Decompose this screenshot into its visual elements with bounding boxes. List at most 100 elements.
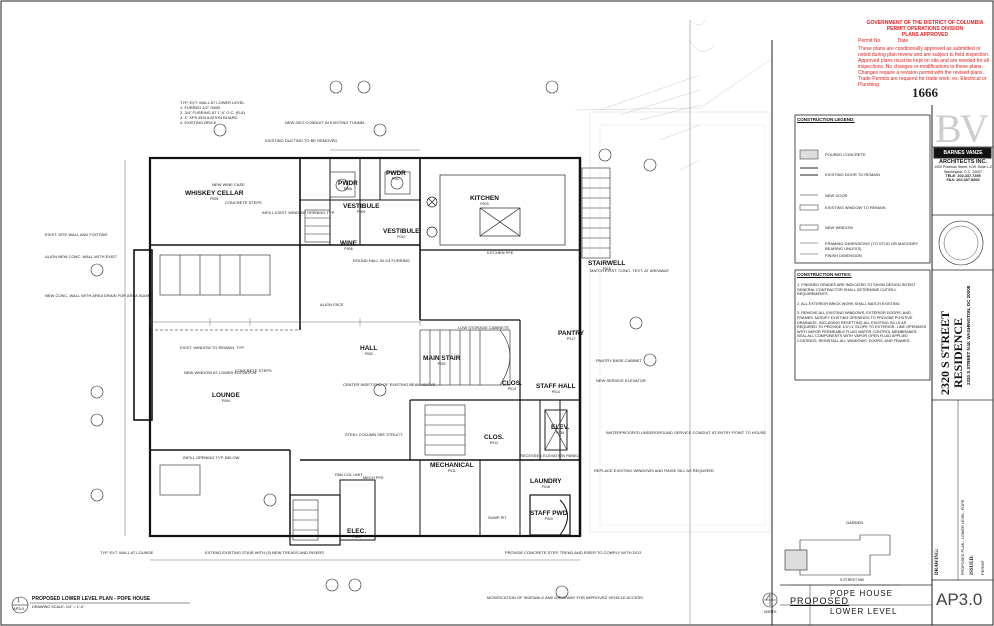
stamp-date-label: Date <box>897 38 909 44</box>
annotation: MATCH EXIST. CONC. TEXT. AT AREAWAY <box>590 268 670 273</box>
annotation: NEW WINDOW AT LOWER ELEVATION <box>184 370 257 375</box>
room-name: MECHANICAL <box>430 462 474 469</box>
room-code: P011 <box>447 469 456 473</box>
annotation: PANTRY BASE CABINET <box>596 358 643 363</box>
room-name: ELEV. <box>551 424 570 431</box>
room-code: P017 <box>566 337 576 341</box>
note-item: 3. REMOVE ALL EXISTING WINDOWS, EXTERIOR… <box>797 311 927 343</box>
notes-title: CONSTRUCTION NOTES: <box>797 272 852 277</box>
drawing-label: DRAWING: <box>935 548 940 575</box>
annotation: CONCRETE STEPS <box>235 368 272 373</box>
plan-number: 1 <box>17 598 20 604</box>
annotation: TYP. EXT. WALL AT LOUNGE <box>100 550 154 555</box>
room-elevator: ELEV.P015 <box>551 424 569 435</box>
room-name: CLOS. <box>484 434 504 441</box>
key-plan-garden: GARDEN <box>846 520 864 525</box>
annotation: KITCHEN PFE <box>487 250 514 255</box>
annotation: 2. 3/4" FURRING AT 1' 6" O.C. (R-8) <box>180 110 245 115</box>
plan-scale: DRAWING SCALE: 1/4" = 1'-0" <box>32 605 85 609</box>
annotation: ROUND HALL IN 1/4 FURRING <box>353 258 410 263</box>
annotation: 1. FURRED 1/2" GWB <box>180 105 220 110</box>
room-code: P007 <box>391 177 401 181</box>
construction-legend: CONSTRUCTION LEGEND: POURED CONCRETE EXI… <box>797 117 927 258</box>
room-name: KITCHEN <box>470 195 499 202</box>
room-name: CLOS. <box>502 380 522 387</box>
title-block-lines <box>780 146 993 625</box>
stamp-division: PERMIT OPERATIONS DIVISION <box>886 26 964 32</box>
annotation: EXISTING DUCTING TO BE REMOVED <box>265 138 338 143</box>
room-name: MAIN STAIR <box>423 355 461 362</box>
stamp-number: 1666 <box>912 85 938 100</box>
annotation: PAN COL UNIT <box>335 472 363 477</box>
legend-item: FINISH DIMENSION <box>825 253 862 258</box>
annotation: CENTER INSET END OF EXISTING BEAM ABOVE <box>343 382 436 387</box>
annotation: EXTEND EXISTING STAIR WITH (3) NEW TREAD… <box>205 550 324 555</box>
firm-fax: FAX: 202.337.0609 <box>946 178 980 182</box>
annotation: EXIST. SITE WALL AND FOOTING <box>45 232 108 237</box>
annotation: EXIST. WINDOW TO REMAIN, TYP. <box>180 345 245 350</box>
annotation: MECH PFE <box>363 475 384 480</box>
room-name: LAUNDRY <box>530 478 562 485</box>
plan-title-bubble <box>11 596 190 614</box>
construction-notes: CONSTRUCTION NOTES: 1. FINISHED GRADES A… <box>797 272 927 344</box>
stamp-status: PLANS APPROVED <box>901 32 949 38</box>
room-code: P014 <box>551 390 560 394</box>
legend-item: NEW DOOR <box>825 193 848 198</box>
firm-name: ARCHITECTS INC. <box>939 159 987 165</box>
legend-title: CONSTRUCTION LEGEND: <box>797 117 855 122</box>
firm-address: 1000 Potomac Street, N.W. Suite L-2 Wash… <box>934 165 992 174</box>
annotation: INFILL EXIST. WINDOW OPENING TYP. <box>262 210 335 215</box>
legend-box <box>794 114 931 381</box>
room-code: P008 <box>344 247 353 251</box>
room-name: LOUNGE <box>212 392 240 399</box>
room-code: P018 <box>602 267 611 271</box>
issued-value: PERMIT <box>980 559 985 575</box>
annotation: NEW WINE CASE <box>212 182 245 187</box>
room-name: VESTIBULE <box>343 203 380 210</box>
stamp-permit-label: Permit No. <box>858 38 882 44</box>
room-name: STAIRWELL <box>588 260 626 267</box>
project-address: 2320 S STREET N.W. WASHINGTON, DC 20008 <box>966 285 971 385</box>
north-arrow <box>762 592 778 608</box>
firm-block: BARNES VANZE ARCHITECTS INC. 1000 Potoma… <box>934 148 992 182</box>
footer-proposed: PROPOSED <box>790 596 850 606</box>
annotation: MODIFICATION OF SIDEWALK AND DRIVEWAY FO… <box>487 595 643 600</box>
legend-item: EXISTING DOOR TO REMAIN <box>825 172 880 177</box>
room-code: P002 <box>364 352 373 356</box>
cellar-fixtures <box>159 171 411 496</box>
issued-label: ISSUED: <box>970 555 975 575</box>
note-item: 2. ALL EXTERIOR BRICK WORK SHALL MATCH E… <box>797 301 900 306</box>
room-name: ELEC. <box>347 528 367 535</box>
room-code: P010 <box>397 235 406 239</box>
annotation: NEW GEO CONDUIT IN EXISTING TUNNEL <box>285 120 366 125</box>
room-name: VESTIBULE <box>383 228 420 235</box>
room-name: PWDR <box>386 170 406 177</box>
firm-logo: BV <box>935 106 989 151</box>
project-subtitle: RESIDENCE <box>951 317 965 388</box>
room-name: PANTRY <box>558 330 584 337</box>
sheet-number: AP3.0 <box>936 590 983 609</box>
room-code: P004 <box>221 399 230 403</box>
annotation: STEEL COLUMN SEE STRUCT. <box>345 432 404 437</box>
room-closet-2: CLOS.P012 <box>484 434 504 445</box>
stamp-title: GOVERNMENT OF THE DISTRICT OF COLUMBIA <box>866 20 984 26</box>
legend-item: EXISTING WINDOW TO REMAIN <box>825 205 886 210</box>
key-plan-street: S STREET NW <box>840 578 864 582</box>
annotation: TYP. EXT. WALL AT LOWER LEVEL <box>180 100 245 105</box>
legend-item: POURED CONCRETE <box>825 152 866 157</box>
annotation: PROVIDE CONCRETE STEP, TREAD AND RISER T… <box>505 550 642 555</box>
